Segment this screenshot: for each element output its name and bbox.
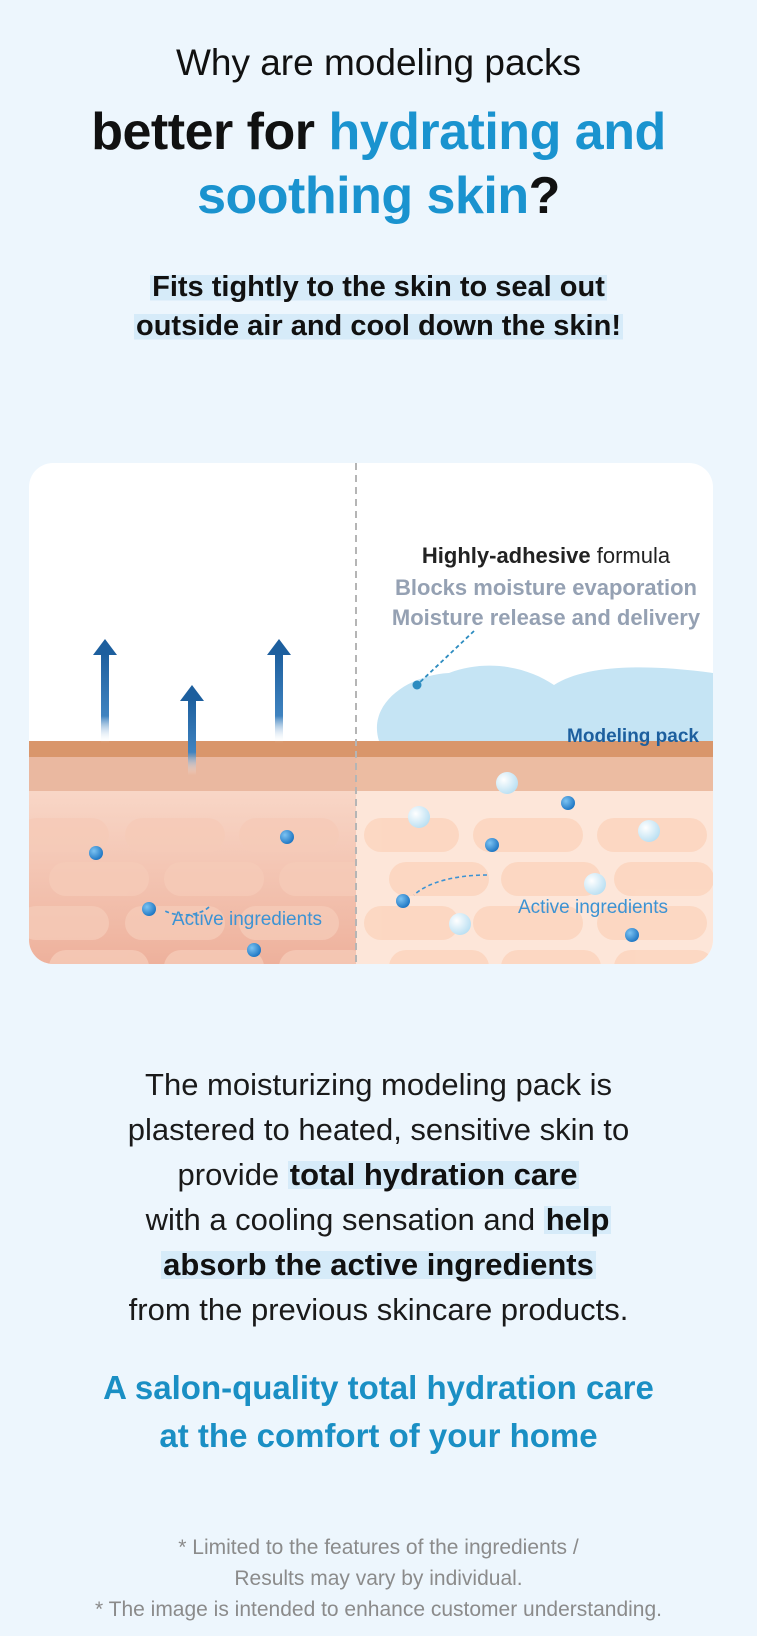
tagline-line-2: at the comfort of your home (159, 1417, 598, 1454)
right-skin-surface (356, 741, 713, 757)
heading-line-2-highlight: hydrating and (328, 103, 666, 161)
moisture-release-label: Moisture release and delivery (391, 605, 701, 630)
description-line-4: with a cooling sensation and help (0, 1197, 757, 1242)
description-line-3-bold: total hydration care (287, 1157, 580, 1192)
arrow-head-icon-3 (267, 639, 291, 655)
subheading-line-2: outside air and cool down the skin! (134, 310, 623, 342)
description: The moisturizing modeling pack is plaste… (0, 1062, 757, 1332)
right-ingredient-dots (396, 796, 639, 942)
left-pointer-line (164, 906, 210, 916)
modeling-pack-shape (376, 665, 713, 741)
skin-comparison-diagram: Highly-adhesive formula Blocks moisture … (29, 463, 713, 964)
formula-bold: Highly-adhesive (421, 543, 591, 568)
description-line-1: The moisturizing modeling pack is (145, 1067, 612, 1102)
arrow-icon-2 (188, 699, 196, 775)
modeling-pack-label: Modeling pack (567, 726, 699, 747)
description-line-6: from the previous skincare products. (128, 1292, 629, 1327)
arrow-icon-3 (275, 653, 283, 743)
arrow-head-icon-2 (180, 685, 204, 701)
heading-main: better for hydrating and soothing skin? (0, 100, 757, 228)
description-line-3: provide total hydration care (0, 1152, 757, 1197)
heading-line-3: soothing skin? (0, 164, 757, 228)
blocks-moisture-label: Blocks moisture evaporation (395, 575, 697, 600)
subheading: Fits tightly to the skin to seal out out… (0, 268, 757, 346)
heading-line-3-suffix: ? (528, 167, 561, 225)
description-line-4-bold: help (543, 1202, 612, 1237)
active-ingredients-left-label: Active ingredients (172, 909, 322, 930)
disclaimer-notes: * Limited to the features of the ingredi… (0, 1532, 757, 1625)
evaporation-arrows (93, 639, 291, 775)
formula-pointer-dot (412, 680, 422, 690)
tagline-line-1: A salon-quality total hydration care (103, 1369, 654, 1406)
heading-line-3-highlight: soothing skin (197, 167, 529, 225)
description-line-2: plastered to heated, sensitive skin to (127, 1112, 630, 1147)
formula-rest: formula (590, 543, 671, 568)
note-line-3: * The image is intended to enhance custo… (95, 1598, 662, 1621)
note-line-2: Results may vary by individual. (234, 1567, 523, 1590)
formula-label: Highly-adhesive formula (379, 543, 713, 569)
note-line-1: * Limited to the features of the ingredi… (178, 1536, 579, 1559)
active-ingredients-right-label: Active ingredients (518, 897, 668, 918)
description-line-5-bold: absorb the active ingredients (161, 1247, 596, 1282)
heading-line-2: better for hydrating and (0, 100, 757, 164)
heading-line-1: Why are modeling packs (0, 42, 757, 84)
formula-pointer-line (416, 630, 475, 686)
arrow-head-icon-1 (93, 639, 117, 655)
subheading-line-1: Fits tightly to the skin to seal out (150, 271, 607, 303)
heading-line-1-text: Why are modeling packs (175, 42, 582, 83)
left-ingredient-dots (89, 830, 294, 957)
tagline: A salon-quality total hydration care at … (0, 1364, 757, 1460)
arrow-icon-1 (101, 653, 109, 743)
skin-diagram-graphic (29, 463, 713, 964)
description-line-3-pre: provide (177, 1157, 288, 1192)
description-line-4-pre: with a cooling sensation and (145, 1202, 544, 1237)
description-line-5: absorb the active ingredients (0, 1242, 757, 1287)
heading-line-2-prefix: better for (91, 103, 329, 161)
right-bubbles (408, 772, 660, 935)
right-pointer-line (413, 874, 488, 896)
